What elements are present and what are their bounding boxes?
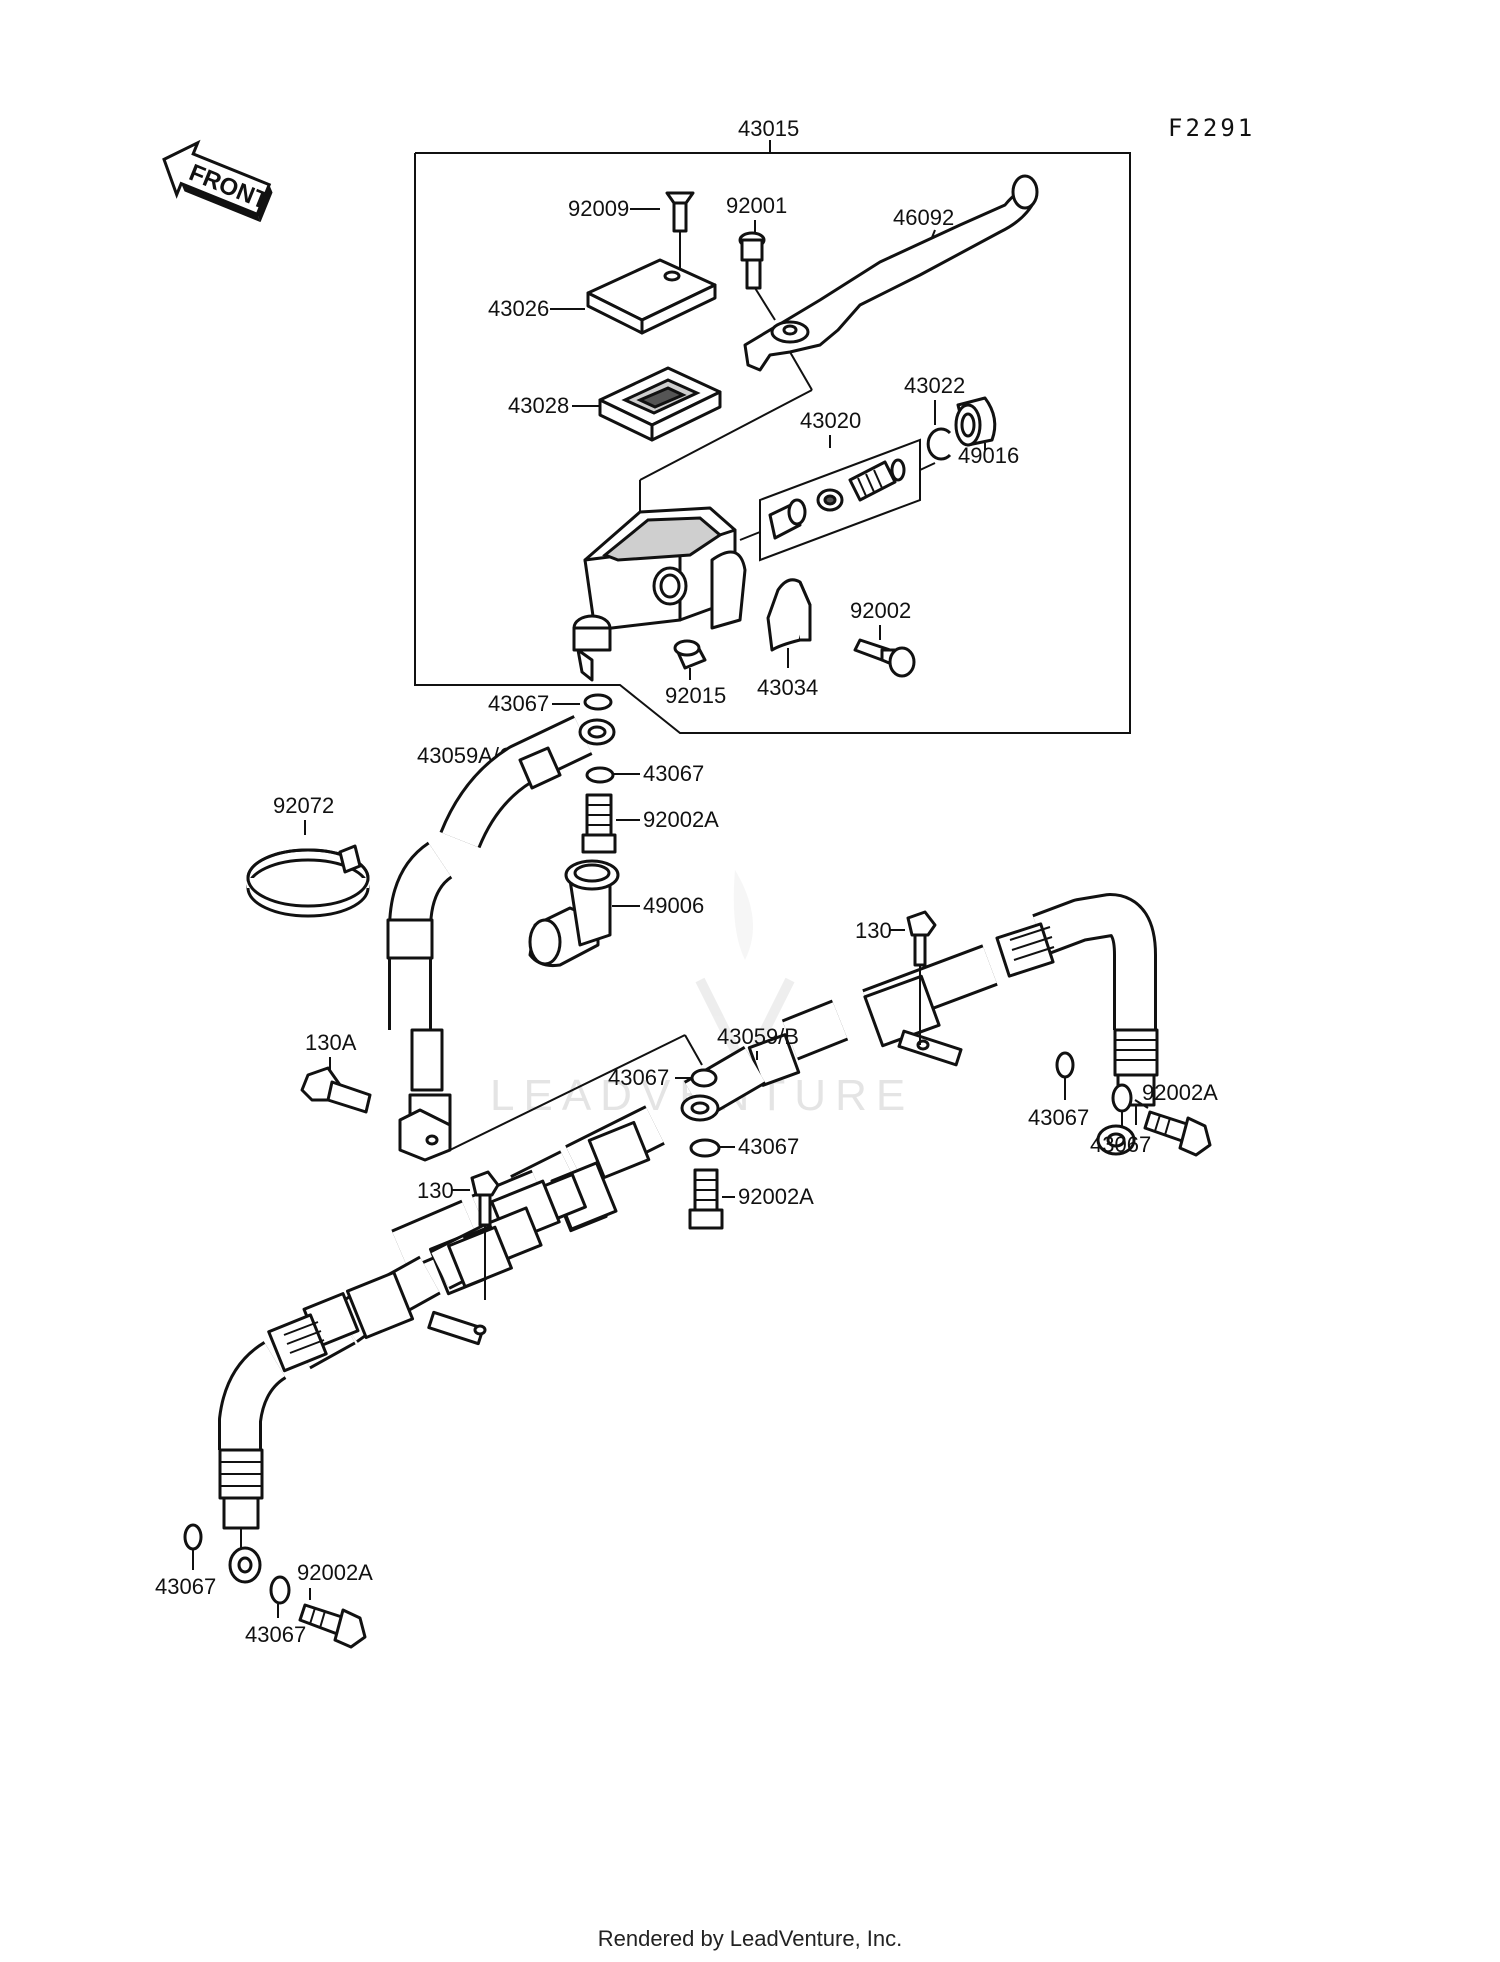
label-43022: 43022 (904, 373, 965, 398)
cap-43026 (586, 258, 717, 335)
lever-46092 (743, 174, 1039, 372)
label-43067-2: 43067 (643, 761, 704, 786)
label-130-right: 130 (855, 918, 892, 943)
diagram-code: F2291 (1168, 114, 1255, 142)
label-92001: 92001 (726, 193, 787, 218)
washer-43067-4 (689, 1138, 721, 1158)
label-43067-4: 43067 (738, 1134, 799, 1159)
label-43067-left-1: 43067 (155, 1574, 216, 1599)
washer-43067-right-1 (1055, 1051, 1075, 1079)
cap-92015 (673, 639, 707, 670)
washer-43067-left-1 (183, 1523, 203, 1551)
piston-kit-43020 (768, 458, 906, 540)
label-43059-b: 43059/B (717, 1024, 799, 1049)
label-92002a-1: 92002A (643, 807, 719, 832)
banjo-bolt-92002a-2 (688, 1168, 724, 1230)
assembly-frame (414, 152, 1131, 734)
label-92072: 92072 (273, 793, 334, 818)
washer-43067-right-2 (1111, 1083, 1133, 1113)
label-43067-left-2: 43067 (245, 1622, 306, 1647)
label-43015: 43015 (738, 116, 799, 141)
bolt-92002 (853, 638, 916, 678)
label-43067-right-2: 43067 (1090, 1132, 1151, 1157)
washer-43067-2 (585, 766, 615, 784)
label-92002a-left: 92002A (297, 1560, 373, 1585)
banjo-bolt-92002a-left (298, 1603, 367, 1649)
hose-43059-b (218, 893, 1159, 1584)
banjo-bolt-92002a-1 (581, 793, 617, 854)
bolt-92001 (738, 231, 766, 290)
bolt-130-mid (470, 1170, 500, 1227)
label-43067-right-1: 43067 (1028, 1105, 1089, 1130)
washer-43067-3 (690, 1068, 718, 1088)
cover-49006 (528, 859, 620, 967)
hose-43059a-c (386, 715, 616, 1162)
diaphragm-43028 (598, 366, 722, 442)
label-92002: 92002 (850, 598, 911, 623)
label-92002a-2: 92002A (738, 1184, 814, 1209)
label-130a: 130A (305, 1030, 357, 1055)
label-130-mid: 130 (417, 1178, 454, 1203)
front-arrow-icon: FRONT (162, 139, 273, 223)
label-43067-3: 43067 (608, 1065, 669, 1090)
label-43026: 43026 (488, 296, 549, 321)
label-49006: 49006 (643, 893, 704, 918)
label-43067-top: 43067 (488, 691, 549, 716)
boot-49016 (954, 396, 997, 447)
label-92002a-right: 92002A (1142, 1080, 1218, 1105)
band-92072 (246, 844, 370, 918)
label-43028: 43028 (508, 393, 569, 418)
footer-credit: Rendered by LeadVenture, Inc. (597, 1926, 903, 1951)
circlip-43022 (926, 427, 952, 461)
label-43020: 43020 (800, 408, 861, 433)
piston-kit-outline (759, 438, 921, 562)
washer-43067-left-2 (269, 1575, 291, 1605)
washer-43067-top (583, 693, 613, 711)
label-46092: 46092 (893, 205, 954, 230)
banjo-bolt-92002a-right (1143, 1110, 1212, 1157)
bolt-130a (300, 1066, 372, 1114)
label-92009: 92009 (568, 196, 629, 221)
label-43034: 43034 (757, 675, 818, 700)
master-cylinder-body (572, 506, 747, 682)
clamp-43034 (766, 578, 812, 652)
bolt-130-right (906, 910, 937, 967)
screw-92009 (665, 191, 695, 233)
label-92015: 92015 (665, 683, 726, 708)
label-49016: 49016 (958, 443, 1019, 468)
